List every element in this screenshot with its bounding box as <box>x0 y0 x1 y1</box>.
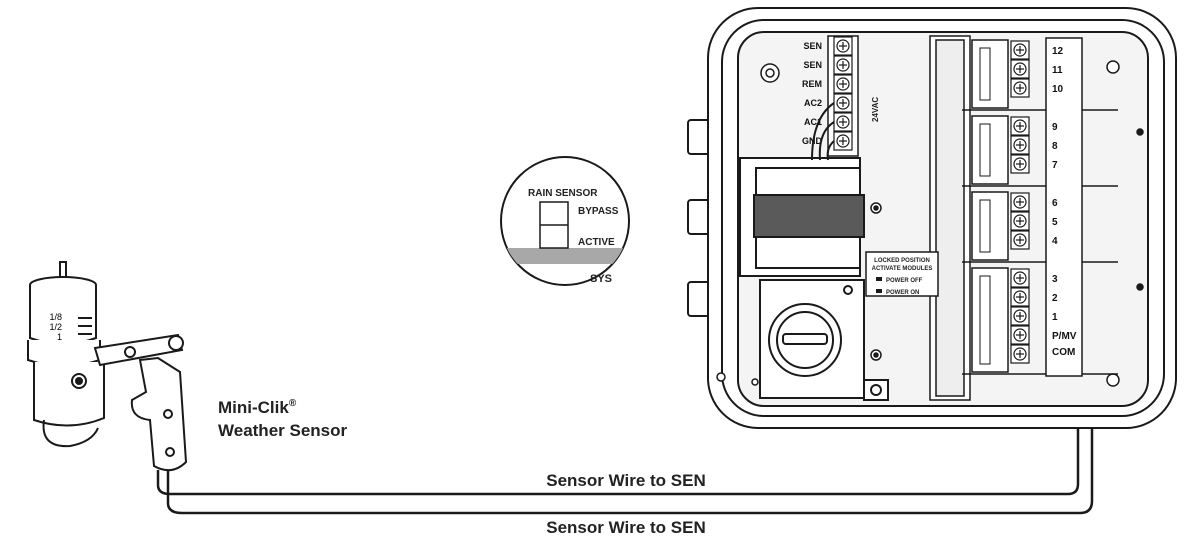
zone-label-10: 10 <box>1052 84 1064 95</box>
terminal-label-ac2-3: AC2 <box>804 98 822 108</box>
transformer-compartment <box>739 157 889 401</box>
station-module-4 <box>962 267 1118 375</box>
wire-label-top: Sensor Wire to SEN <box>546 471 706 490</box>
power-off-label: POWER OFF <box>886 278 923 284</box>
module-4-screw-5 <box>1010 344 1030 364</box>
module-1-screw-1 <box>1010 40 1030 60</box>
terminal-screw-gnd-5 <box>833 131 853 151</box>
module-4-screw-1 <box>1010 268 1030 288</box>
station-module-2 <box>962 115 1118 187</box>
pmv-label: P/MV <box>1052 331 1077 342</box>
voltage-label: 24VAC <box>871 97 880 122</box>
bypass-label: BYPASS <box>578 206 619 217</box>
terminal-screw-ac1-4 <box>833 112 853 132</box>
zone-label-6: 6 <box>1052 198 1058 209</box>
zone-label-3: 3 <box>1052 274 1058 285</box>
module-4-screw-2 <box>1010 287 1030 307</box>
power-on-label: POWER ON <box>886 290 919 296</box>
zone-label-9: 9 <box>1052 122 1058 133</box>
zone-label-7: 7 <box>1052 160 1058 171</box>
zone-label-strip <box>1045 37 1083 377</box>
station-module-3 <box>962 191 1118 263</box>
terminal-label-rem-2: REM <box>802 79 822 89</box>
module-4-screw-3 <box>1010 306 1030 326</box>
module-rail <box>865 35 971 401</box>
zone-label-5: 5 <box>1052 217 1058 228</box>
terminal-label-sen-0: SEN <box>803 41 822 51</box>
power-wires <box>811 102 835 161</box>
module-1-screw-2 <box>1010 59 1030 79</box>
sys-label-partial: SYS <box>590 273 612 285</box>
zone-label-1: 1 <box>1052 312 1058 323</box>
zone-label-2: 2 <box>1052 293 1058 304</box>
terminal-screw-rem-2 <box>833 74 853 94</box>
rain-sensor-title: RAIN SENSOR <box>528 188 598 199</box>
zone-label-4: 4 <box>1052 236 1058 247</box>
sensor-name: Mini-Clik® <box>218 398 297 417</box>
power-on-indicator <box>876 289 882 293</box>
terminal-label-ac1-4: AC1 <box>804 117 822 127</box>
rain-mark-1-2: 1/2 <box>49 322 62 332</box>
module-3-screw-2 <box>1010 211 1030 231</box>
sensor-subtitle: Weather Sensor <box>218 421 348 440</box>
module-1-screw-3 <box>1010 78 1030 98</box>
module-2-screw-3 <box>1010 154 1030 174</box>
station-module-1 <box>962 39 1118 111</box>
power-off-indicator <box>876 277 882 281</box>
module-3-screw-1 <box>1010 192 1030 212</box>
active-label: ACTIVE <box>578 237 615 248</box>
zone-label-11: 11 <box>1052 65 1063 76</box>
station-modules <box>962 39 1118 375</box>
rain-sensor-switch-callout: RAIN SENSOR BYPASS ACTIVE SYS <box>500 156 630 286</box>
module-3-screw-3 <box>1010 230 1030 250</box>
module-2-screw-2 <box>1010 135 1030 155</box>
module-label-activate: ACTIVATE MODULES <box>872 266 933 272</box>
module-4-screw-4 <box>1010 325 1030 345</box>
terminal-label-gnd-5: GND <box>802 136 823 146</box>
module-2-screw-1 <box>1010 116 1030 136</box>
rain-mark-1-8: 1/8 <box>49 312 62 322</box>
zone-label-12: 12 <box>1052 46 1064 57</box>
terminal-screw-ac2-3 <box>833 93 853 113</box>
rain-mark-1: 1 <box>57 332 62 342</box>
zone-labels: 12 11 10 9 8 7 6 5 4 3 2 1 <box>1052 46 1064 323</box>
zone-label-8: 8 <box>1052 141 1058 152</box>
mounting-holes <box>716 60 1144 387</box>
terminal-label-sen-1: SEN <box>803 60 822 70</box>
mini-clik-sensor <box>27 261 188 472</box>
com-label: COM <box>1052 347 1075 358</box>
terminal-screw-sen-0 <box>833 36 853 56</box>
wire-label-bottom: Sensor Wire to SEN <box>546 518 706 537</box>
terminal-screw-sen-1 <box>833 55 853 75</box>
module-label-locked: LOCKED POSITION <box>874 258 930 264</box>
